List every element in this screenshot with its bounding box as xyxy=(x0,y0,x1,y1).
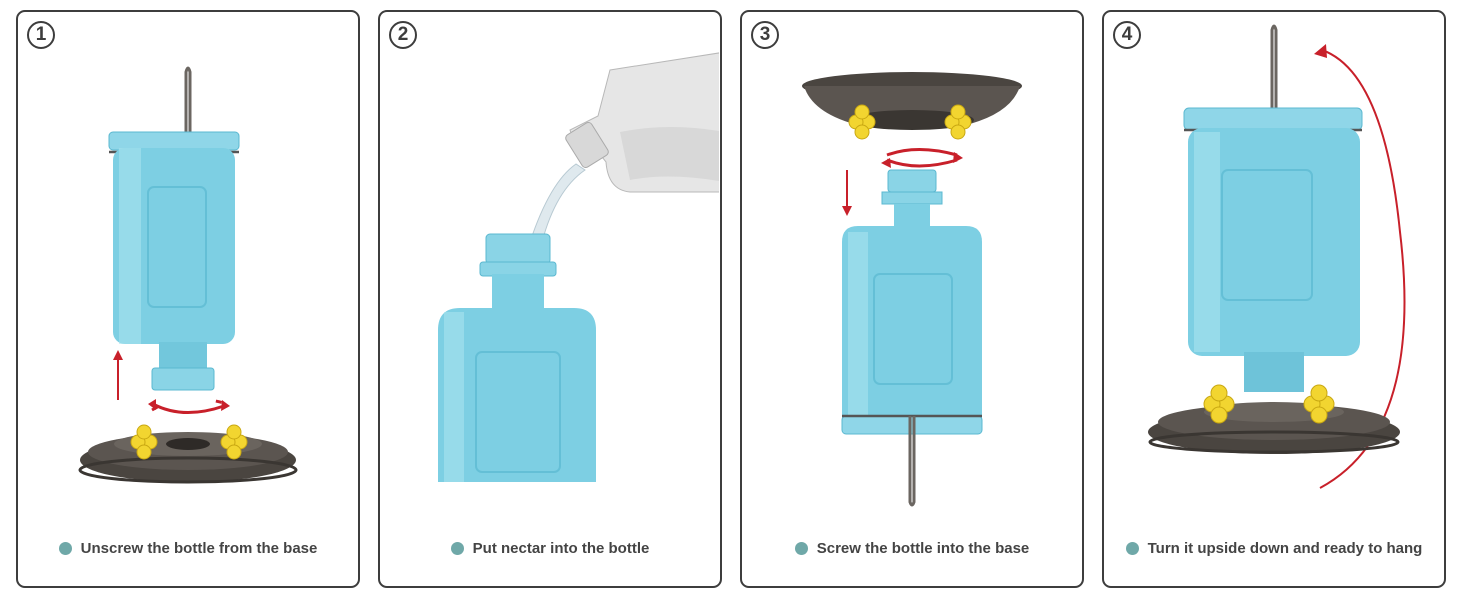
step-panel-1: 1 Unscrew the bottle fr xyxy=(16,10,360,588)
step-number-4: 4 xyxy=(1113,21,1141,49)
step-number-2: 2 xyxy=(389,21,417,49)
bullet-dot-icon xyxy=(450,542,464,555)
pour-nectar-illustration xyxy=(438,52,719,482)
unscrew-illustration xyxy=(78,66,298,484)
screw-on-illustration xyxy=(802,72,1022,507)
step-caption-2: Put nectar into the bottle xyxy=(380,540,720,557)
step-caption-text: Put nectar into the bottle xyxy=(472,540,650,557)
bullet-dot-icon xyxy=(1125,542,1139,555)
step-caption-text: Screw the bottle into the base xyxy=(816,540,1030,557)
step-panel-2: 2 Put nectar into the bottle xyxy=(378,10,722,588)
step-caption-1: Unscrew the bottle from the base xyxy=(18,540,358,557)
bullet-dot-icon xyxy=(58,542,72,555)
step-caption-3: Screw the bottle into the base xyxy=(742,540,1082,557)
step-caption-text: Unscrew the bottle from the base xyxy=(80,540,318,557)
step-caption-4: Turn it upside down and ready to hang xyxy=(1104,540,1444,557)
step-caption-text: Turn it upside down and ready to hang xyxy=(1147,540,1423,557)
step-panel-3: 3 Screw the bottle into the base xyxy=(740,10,1084,588)
step-panel-4: 4 Turn it upside down and ready to hang xyxy=(1102,10,1446,588)
step-number-1: 1 xyxy=(27,21,55,49)
step-number-3: 3 xyxy=(751,21,779,49)
bullet-dot-icon xyxy=(794,542,808,555)
hang-feeder-illustration xyxy=(1148,24,1406,489)
